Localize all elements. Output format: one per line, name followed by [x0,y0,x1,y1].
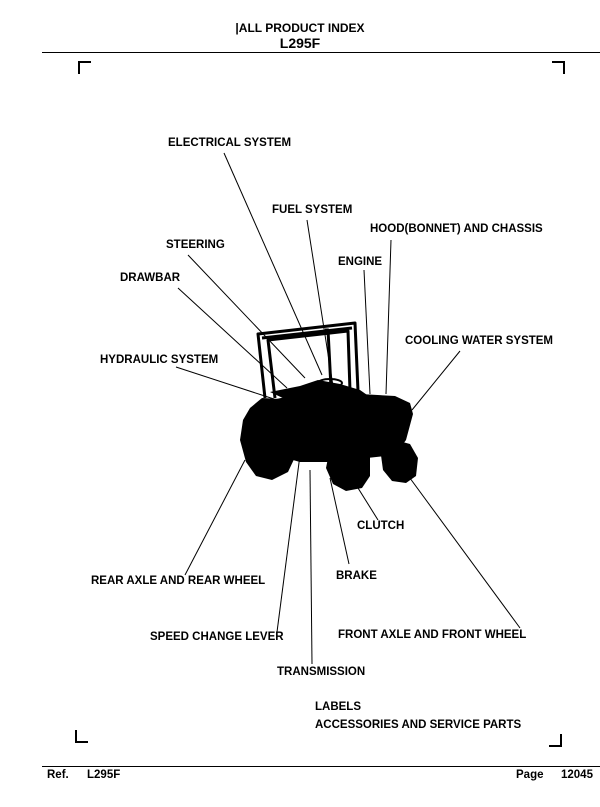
footer-ref-label: Ref. [47,769,69,781]
leader-engine [363,269,371,395]
leader-electrical [223,152,323,376]
tractor-silhouette [240,321,418,491]
label-drawbar[interactable]: DRAWBAR [120,272,181,284]
label-steering[interactable]: STEERING [166,239,225,251]
label-front-axle-and-front-wheel[interactable]: FRONT AXLE AND FRONT WHEEL [338,629,527,641]
leader-front-axle [403,469,521,629]
label-brake[interactable]: BRAKE [336,570,377,582]
label-transmission[interactable]: TRANSMISSION [277,666,366,678]
label-electrical-system[interactable]: ELECTRICAL SYSTEM [168,137,292,149]
corner-mark-top-left [78,61,91,74]
label-engine[interactable]: ENGINE [338,256,383,268]
leader-hydraulic [175,366,275,400]
label-accessories-and-service-parts[interactable]: ACCESSORIES AND SERVICE PARTS [315,719,522,731]
label-cooling-water-system[interactable]: COOLING WATER SYSTEM [405,335,554,347]
label-hydraulic-system[interactable]: HYDRAULIC SYSTEM [100,354,219,366]
footer-ref-value: L295F [87,769,121,781]
corner-mark-bottom-left [75,730,88,743]
leader-cooling [411,350,461,411]
leader-hood [385,239,392,395]
label-clutch[interactable]: CLUTCH [357,520,405,532]
leader-drawbar [177,287,288,389]
page-title: |ALL PRODUCT INDEX [235,21,365,35]
header-rule [42,52,600,53]
leader-brake [329,477,350,565]
footer-rule [42,766,600,767]
leader-speed-change [276,454,301,633]
leader-rear-axle [184,459,246,576]
footer-page-value: 12045 [561,769,593,781]
footer-page-label: Page [516,769,544,781]
label-speed-change-lever[interactable]: SPEED CHANGE LEVER [150,631,284,643]
leader-transmission [309,469,313,665]
label-hood-and-chassis[interactable]: HOOD(BONNET) AND CHASSIS [370,223,543,235]
model-title: L295F [279,35,321,51]
label-rear-axle-and-rear-wheel[interactable]: REAR AXLE AND REAR WHEEL [91,575,266,587]
leader-clutch [357,487,379,521]
label-fuel-system[interactable]: FUEL SYSTEM [272,204,353,216]
label-labels[interactable]: LABELS [315,701,361,713]
leader-steering [187,254,306,379]
corner-mark-bottom-right [549,734,562,747]
corner-mark-top-right [552,61,565,74]
